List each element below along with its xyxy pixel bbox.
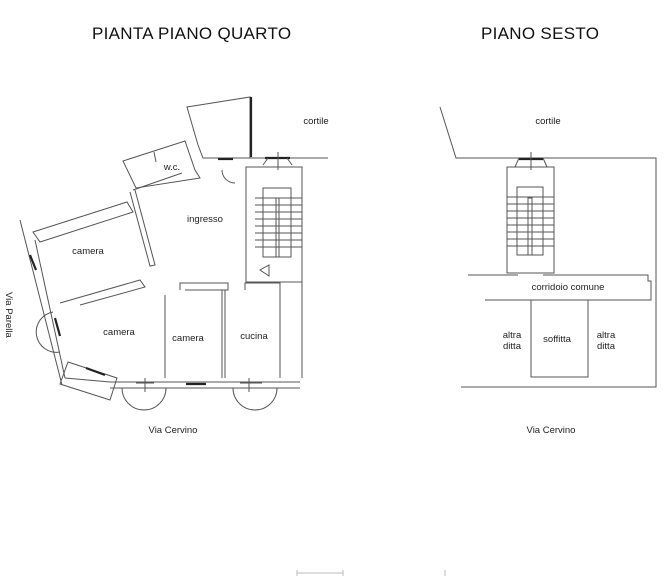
wall [244, 282, 281, 378]
window [28, 254, 38, 271]
wc-room [122, 140, 201, 189]
room-label: camera [72, 246, 104, 257]
room-label: camera [103, 327, 135, 338]
stairwell [245, 166, 303, 283]
room-label: cucina [240, 331, 268, 342]
scale-bar [296, 570, 446, 576]
front-wall [64, 377, 300, 383]
stair-treads [255, 197, 302, 248]
partition-wall [129, 189, 156, 267]
camera-wall [32, 201, 134, 243]
room-label: ditta [597, 341, 616, 352]
left-plan-title: PIANTA PIANO QUARTO [92, 24, 292, 43]
building-outline [439, 106, 657, 388]
door-swing [221, 169, 236, 184]
stairwell [506, 166, 555, 274]
room-label: camera [172, 333, 204, 344]
room-label: cortile [303, 116, 328, 127]
top-annex [186, 96, 251, 159]
bay-window [59, 361, 118, 401]
street-label: Via Parella [3, 292, 14, 338]
room-label: ditta [503, 341, 522, 352]
window [53, 317, 62, 337]
outer-wall [34, 239, 66, 379]
room-label: soffitta [543, 334, 572, 345]
room-label: corridoio comune [532, 282, 605, 293]
right-plan-title: PIANO SESTO [481, 24, 600, 43]
room-label: altra [503, 330, 522, 341]
window [85, 366, 106, 377]
wall [179, 282, 229, 291]
stair-railing [275, 197, 280, 258]
street-label: Via Cervino [149, 425, 198, 436]
room-label: w.c. [163, 162, 180, 173]
room-label: cortile [535, 116, 560, 127]
fixture [153, 151, 157, 163]
room-label: ingresso [187, 214, 223, 225]
stair-treads [507, 196, 554, 247]
right-floor-plan: cortile corridoio comune altra ditta sof… [439, 106, 657, 436]
balcony [121, 387, 167, 411]
partition-wall [59, 279, 146, 306]
wall [132, 172, 183, 191]
left-floor-plan: cortile w.c. ingresso camera camera came… [3, 96, 329, 436]
via-parella-line [19, 219, 63, 386]
soffitta-room [530, 299, 589, 378]
street-label: Via Cervino [527, 425, 576, 436]
arrow-icon [259, 264, 270, 277]
balcony [35, 311, 61, 353]
balcony [232, 387, 278, 411]
stair-railing [527, 197, 533, 256]
corridor-wall [543, 274, 652, 301]
window-frame [136, 378, 262, 392]
room-label: altra [597, 330, 616, 341]
